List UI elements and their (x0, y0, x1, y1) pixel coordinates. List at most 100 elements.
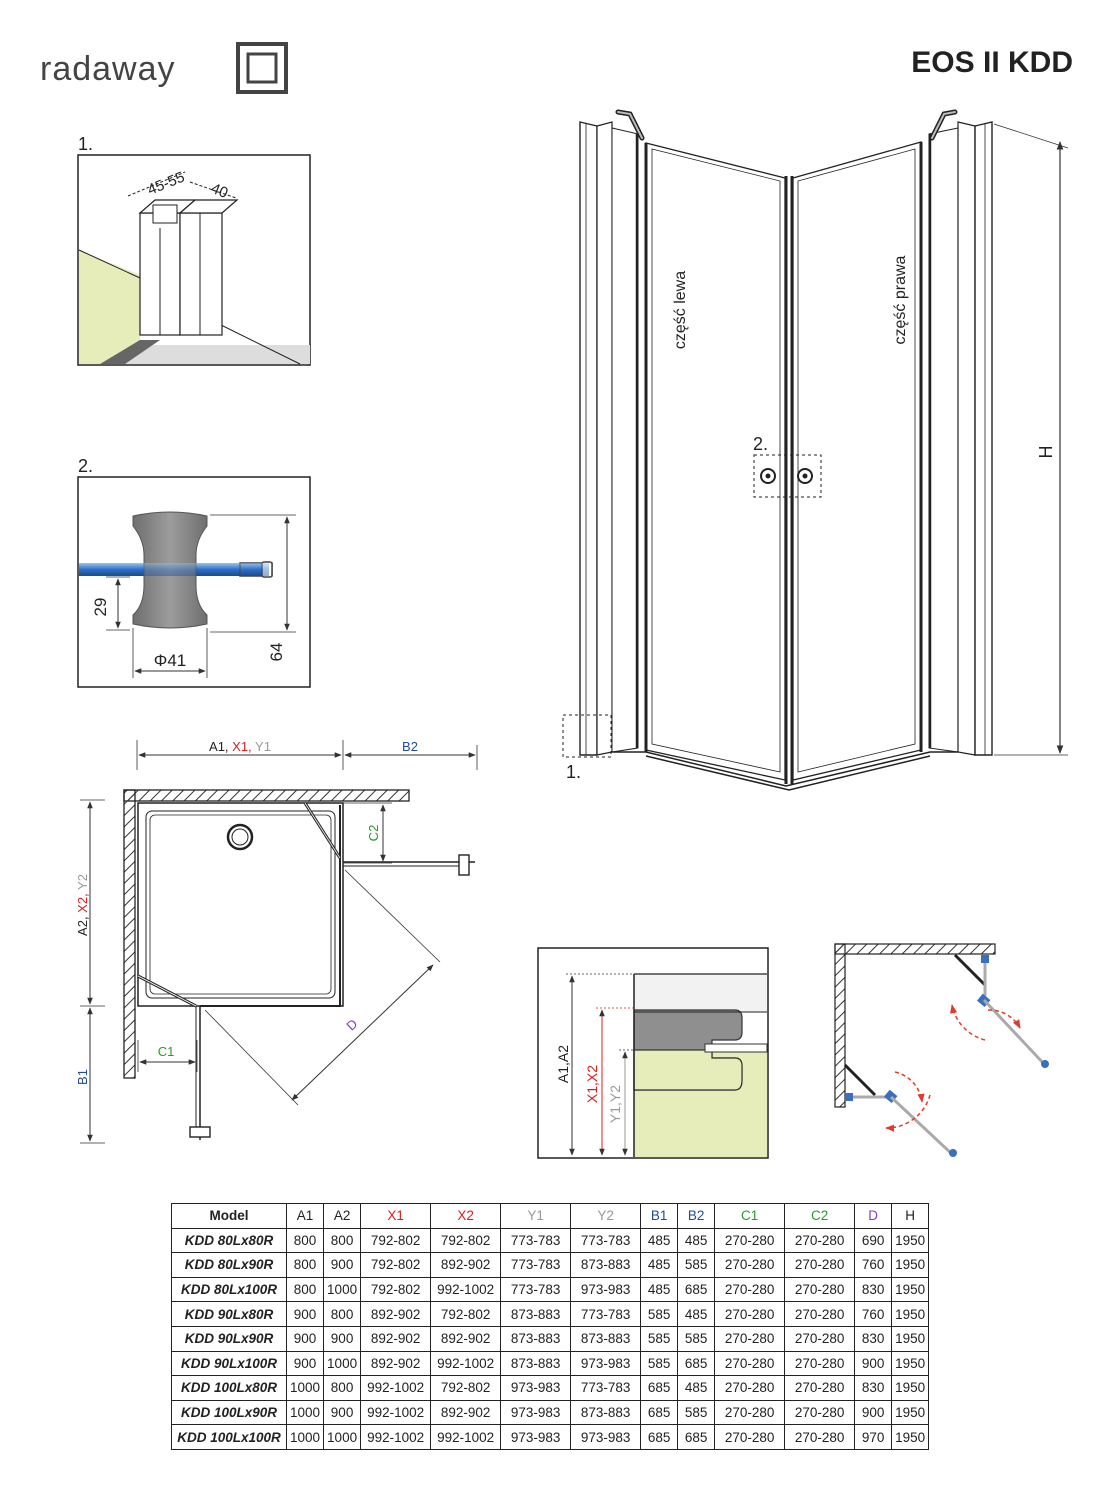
table-cell-x1: 992-1002 (360, 1375, 432, 1401)
section-dim-a: A1,A2 (555, 1045, 571, 1083)
height-dim-label: H (1036, 446, 1056, 459)
table-cell-h: 1950 (891, 1375, 930, 1401)
col-d: D (854, 1203, 893, 1229)
table-cell-y1: 773-783 (500, 1227, 572, 1254)
detail-1-wall-profile: 1. 45-55 40 (77, 134, 311, 366)
table-cell-h: 1950 (891, 1350, 930, 1377)
table-cell-b1: 485 (640, 1276, 679, 1303)
left-part-label: część lewa (672, 271, 689, 349)
table-cell-x2: 992-1002 (430, 1350, 502, 1377)
table-cell-y2: 873-883 (570, 1325, 642, 1352)
table-cell-c1: 270-280 (714, 1350, 786, 1377)
table-cell-model: KDD 80Lx80R (171, 1227, 287, 1254)
table-cell-y1: 873-883 (500, 1301, 572, 1327)
plan-dim-c1: C1 (158, 1044, 175, 1059)
table-cell-x1: 992-1002 (360, 1424, 432, 1450)
door-opening-diagram (834, 943, 1049, 1157)
table-cell-h: 1950 (891, 1424, 930, 1450)
table-cell-b1: 485 (640, 1252, 679, 1278)
table-cell-b2: 485 (677, 1375, 716, 1401)
table-cell-x2: 892-902 (430, 1399, 502, 1426)
col-b2: B2 (677, 1203, 716, 1229)
plan-dim-side-b: B1 (75, 1069, 90, 1085)
table-cell-y1: 973-983 (500, 1424, 572, 1450)
plan-dim-top-b: B2 (402, 739, 418, 754)
table-cell-h: 1950 (891, 1227, 930, 1254)
table-cell-x2: 792-802 (430, 1227, 502, 1254)
table-cell-a2: 900 (323, 1325, 362, 1352)
table-cell-d: 760 (854, 1252, 893, 1278)
table-cell-x1: 892-902 (360, 1350, 432, 1377)
table-cell-b2: 585 (677, 1325, 716, 1352)
logo-text: radaway (40, 50, 176, 88)
plan-dim-top-a: A1, X1, Y1 (209, 739, 271, 754)
detail-2-dim-outer: 64 (267, 643, 286, 662)
table-cell-a2: 800 (323, 1301, 362, 1327)
table-cell-a1: 900 (285, 1350, 325, 1377)
col-h: H (891, 1203, 930, 1229)
table-cell-x1: 792-802 (360, 1227, 432, 1254)
plan-dim-c2: C2 (366, 825, 381, 842)
table-cell-y2: 973-983 (570, 1424, 642, 1450)
table-cell-y2: 773-783 (570, 1375, 642, 1401)
table-cell-y2: 873-883 (570, 1399, 642, 1426)
table-cell-c2: 270-280 (784, 1399, 856, 1426)
product-title: EOS II KDD (911, 46, 1073, 79)
col-b1: B1 (640, 1203, 679, 1229)
table-cell-b1: 685 (640, 1424, 679, 1450)
table-cell-h: 1950 (891, 1252, 930, 1278)
col-c1: C1 (714, 1203, 786, 1229)
table-cell-model: KDD 100Lx80R (171, 1375, 287, 1401)
table-cell-b2: 585 (677, 1252, 716, 1278)
table-cell-c1: 270-280 (714, 1301, 786, 1327)
table-cell-a1: 1000 (285, 1399, 325, 1426)
table-cell-x1: 892-902 (360, 1301, 432, 1327)
table-cell-a2: 1000 (323, 1350, 362, 1377)
table-cell-y2: 873-883 (570, 1252, 642, 1278)
col-x2: X2 (430, 1203, 502, 1229)
logo-mark-icon (236, 42, 288, 94)
table-cell-c1: 270-280 (714, 1227, 786, 1254)
table-cell-c2: 270-280 (784, 1301, 856, 1327)
table-cell-h: 1950 (891, 1325, 930, 1352)
table-cell-x2: 992-1002 (430, 1276, 502, 1303)
table-cell-y2: 773-783 (570, 1227, 642, 1254)
detail-2-dim-diameter: Φ41 (154, 651, 186, 670)
table-cell-c2: 270-280 (784, 1252, 856, 1278)
table-cell-c2: 270-280 (784, 1325, 856, 1352)
table-cell-b2: 485 (677, 1227, 716, 1254)
table-cell-a1: 1000 (285, 1424, 325, 1450)
table-cell-h: 1950 (891, 1276, 930, 1303)
front-view-marker-profile: 1. (566, 762, 581, 782)
table-cell-d: 900 (854, 1350, 893, 1377)
table-cell-b2: 685 (677, 1350, 716, 1377)
table-cell-c1: 270-280 (714, 1252, 786, 1278)
table-cell-a1: 800 (285, 1252, 325, 1278)
section-view: A1,A2 X1,X2 Y1,Y2 (537, 947, 769, 1159)
table-cell-c1: 270-280 (714, 1375, 786, 1401)
table-cell-x2: 892-902 (430, 1252, 502, 1278)
table-cell-h: 1950 (891, 1301, 930, 1327)
table-cell-model: KDD 90Lx90R (171, 1325, 287, 1352)
plan-view: A1, X1, Y1 B2 A2, X2, Y2 B1 (75, 739, 478, 1144)
table-cell-d: 830 (854, 1276, 893, 1303)
detail-2-handle: 2. 29 64 Φ41 (77, 456, 311, 688)
table-cell-b2: 485 (677, 1301, 716, 1327)
table-cell-y1: 773-783 (500, 1276, 572, 1303)
table-cell-model: KDD 90Lx100R (171, 1350, 287, 1377)
table-cell-a2: 800 (323, 1227, 362, 1254)
detail-1-number: 1. (78, 134, 93, 154)
table-cell-x2: 792-802 (430, 1301, 502, 1327)
table-cell-y1: 973-983 (500, 1399, 572, 1426)
table-cell-d: 760 (854, 1301, 893, 1327)
table-cell-a1: 800 (285, 1227, 325, 1254)
table-cell-b2: 685 (677, 1424, 716, 1450)
detail-2-number: 2. (78, 456, 93, 476)
table-cell-h: 1950 (891, 1399, 930, 1426)
table-cell-c1: 270-280 (714, 1276, 786, 1303)
table-cell-x2: 992-1002 (430, 1424, 502, 1450)
